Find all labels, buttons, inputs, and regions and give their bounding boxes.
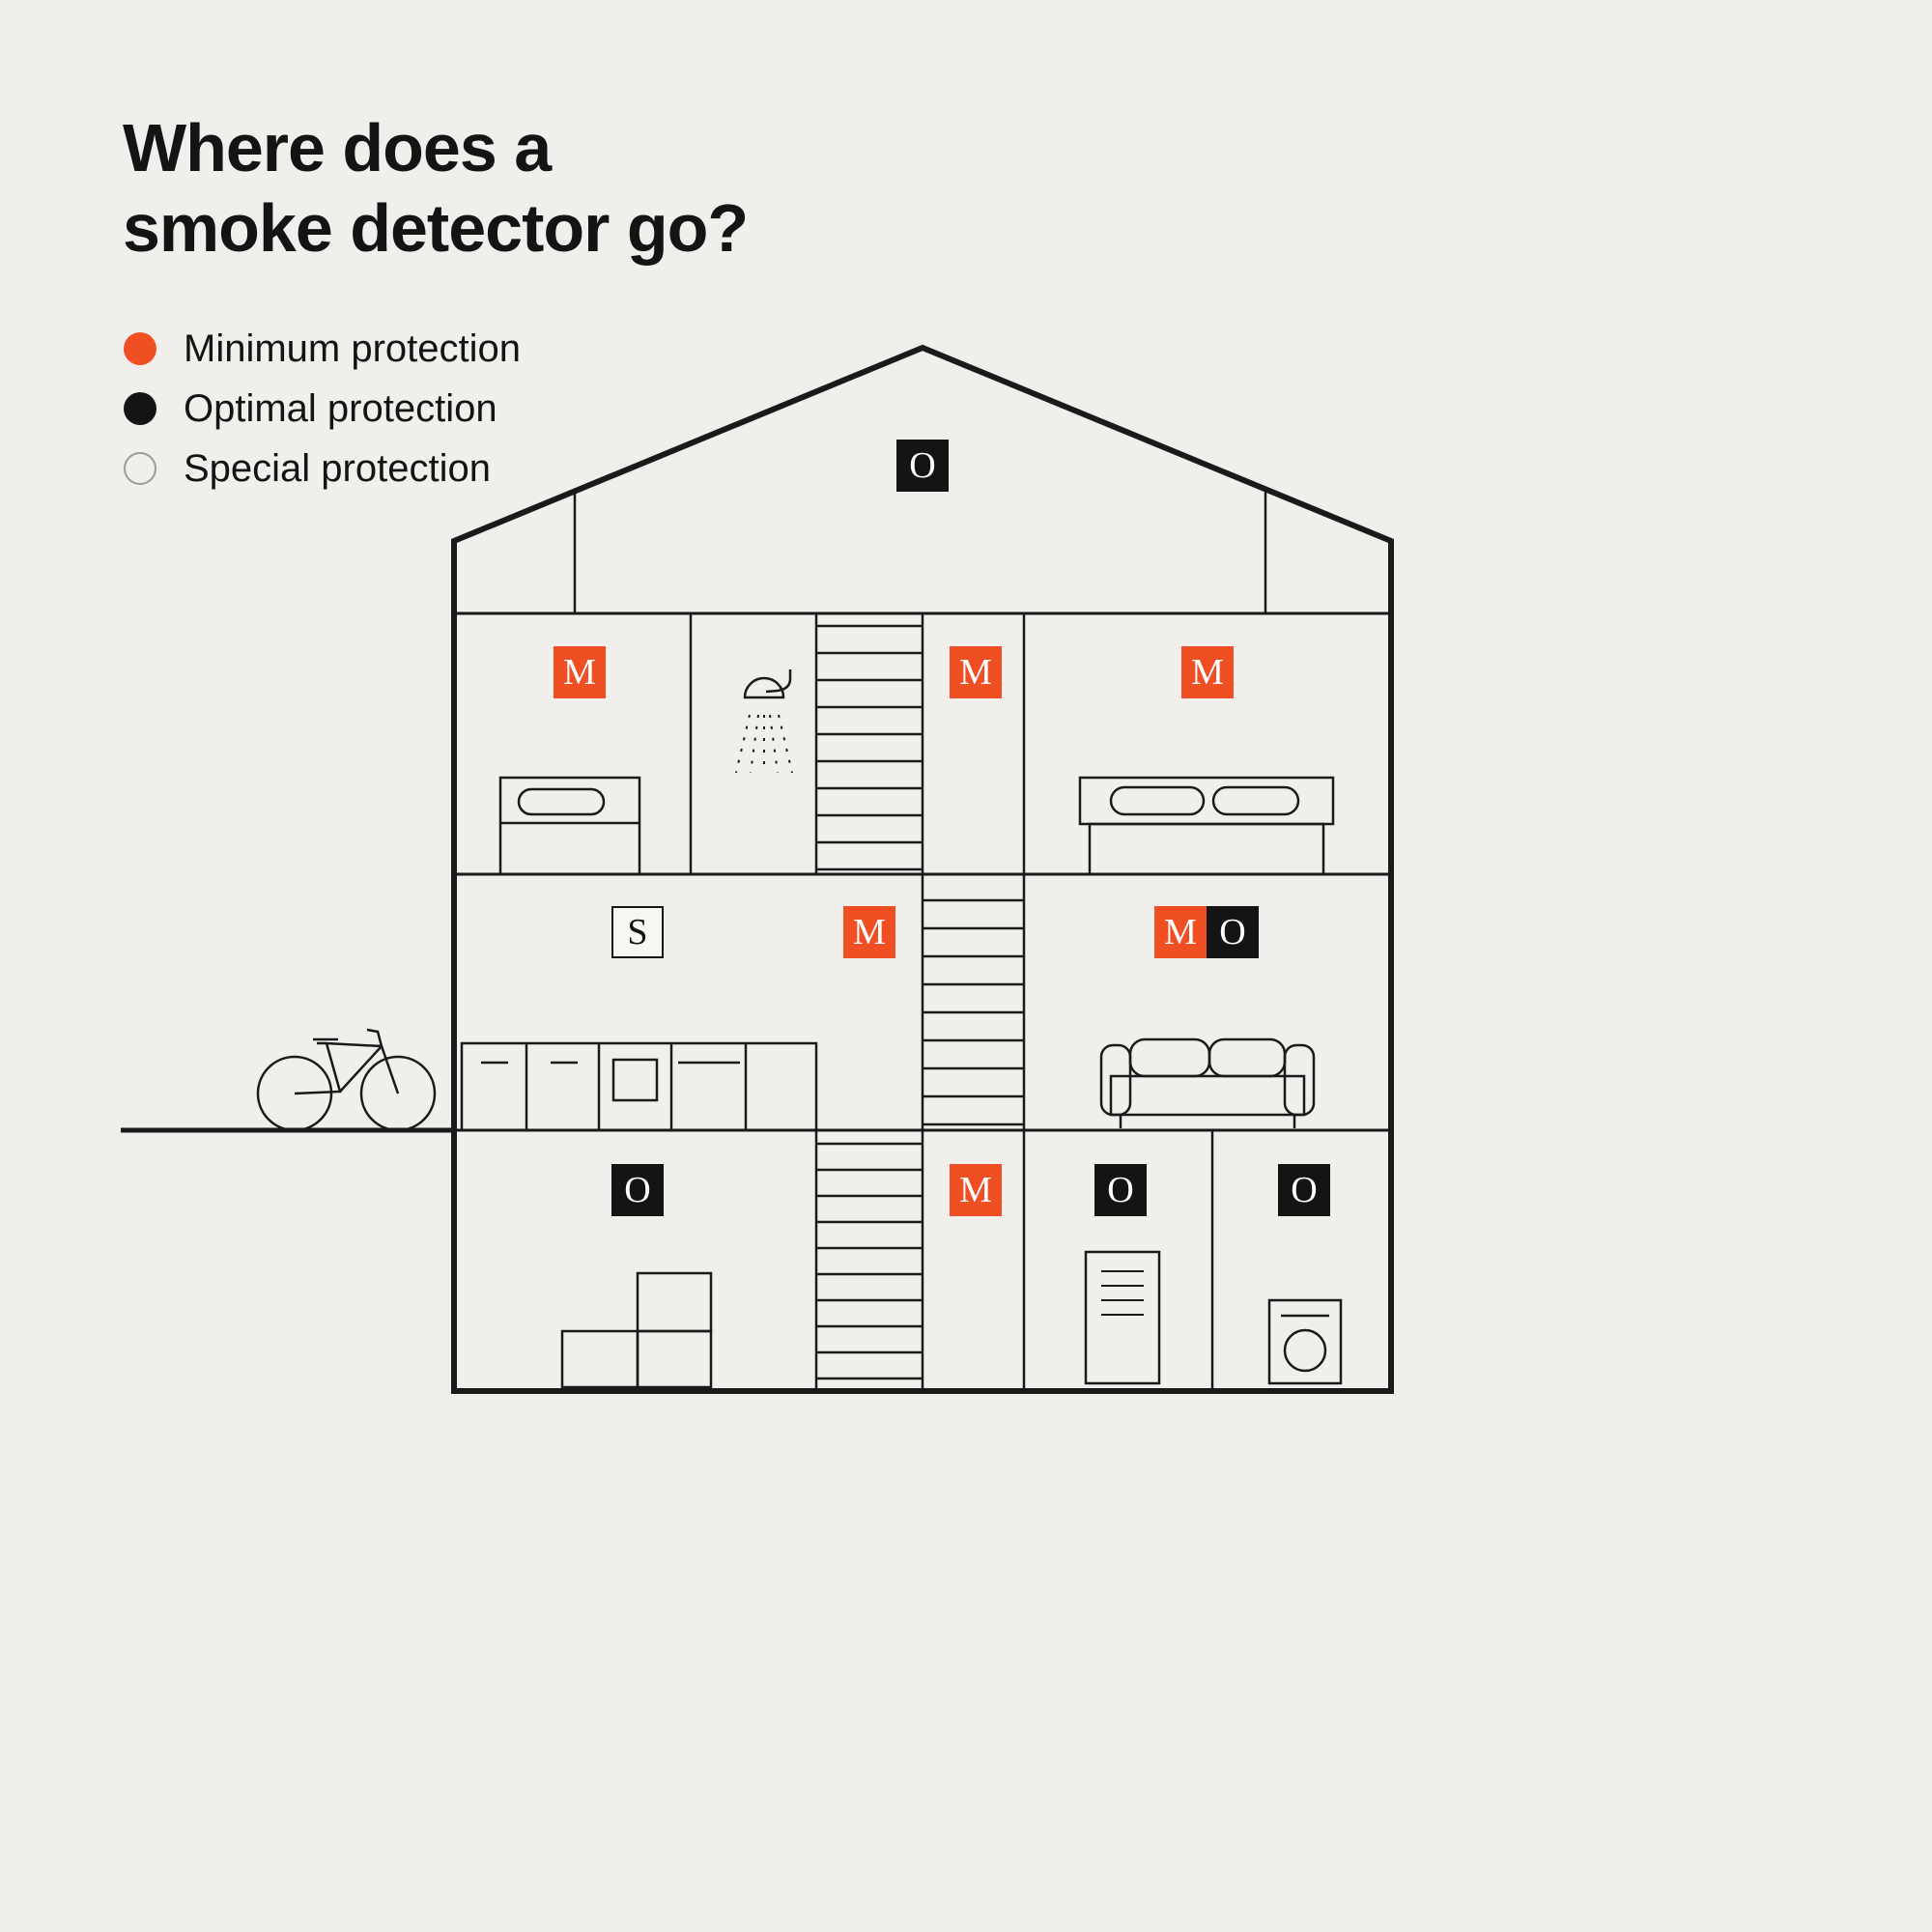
house-outline — [454, 348, 1391, 1391]
marker-kitchen: S — [611, 906, 664, 958]
marker-bedroom-right: M — [1181, 646, 1234, 698]
storage-boxes — [562, 1273, 711, 1387]
marker-basement-hallway: M — [950, 1164, 1002, 1216]
marker-middle-hallway: M — [843, 906, 895, 958]
marker-living-room-optimal: O — [1207, 906, 1259, 958]
boiler — [1086, 1252, 1159, 1383]
title-line-1: Where does a — [123, 110, 552, 185]
marker-attic: O — [896, 440, 949, 492]
bed-double — [1080, 778, 1333, 874]
special-protection-dot-icon — [124, 452, 156, 485]
attic-walls — [575, 490, 1265, 613]
legend-item-special: Special protection — [124, 439, 521, 498]
washing-machine — [1269, 1300, 1341, 1383]
legend-label-special: Special protection — [184, 446, 491, 490]
interior-walls — [691, 613, 1212, 1391]
marker-living-room-minimum: M — [1154, 906, 1207, 958]
page-title: Where does a smoke detector go? — [123, 108, 749, 268]
marker-bedroom-left: M — [554, 646, 606, 698]
minimum-protection-dot-icon — [124, 332, 156, 365]
optimal-protection-dot-icon — [124, 392, 156, 425]
legend-item-minimum: Minimum protection — [124, 319, 521, 379]
title-line-2: smoke detector go? — [123, 189, 749, 266]
legend-item-optimal: Optimal protection — [124, 379, 521, 439]
bed-single — [500, 778, 639, 874]
stairs-upper — [816, 626, 923, 869]
kitchen-counter — [462, 1043, 816, 1130]
bicycle-icon — [258, 1030, 435, 1130]
marker-basement-storage: O — [611, 1164, 664, 1216]
legend-label-minimum: Minimum protection — [184, 327, 522, 370]
stairs-lower — [816, 1144, 923, 1378]
stairs-middle — [923, 900, 1024, 1124]
legend-label-optimal: Optimal protection — [184, 386, 497, 430]
legend: Minimum protection Optimal protection Sp… — [124, 319, 521, 498]
sofa — [1101, 1039, 1314, 1128]
marker-boiler-room: O — [1094, 1164, 1147, 1216]
shower-icon — [736, 669, 792, 773]
marker-laundry-room: O — [1278, 1164, 1330, 1216]
marker-upper-hallway: M — [950, 646, 1002, 698]
